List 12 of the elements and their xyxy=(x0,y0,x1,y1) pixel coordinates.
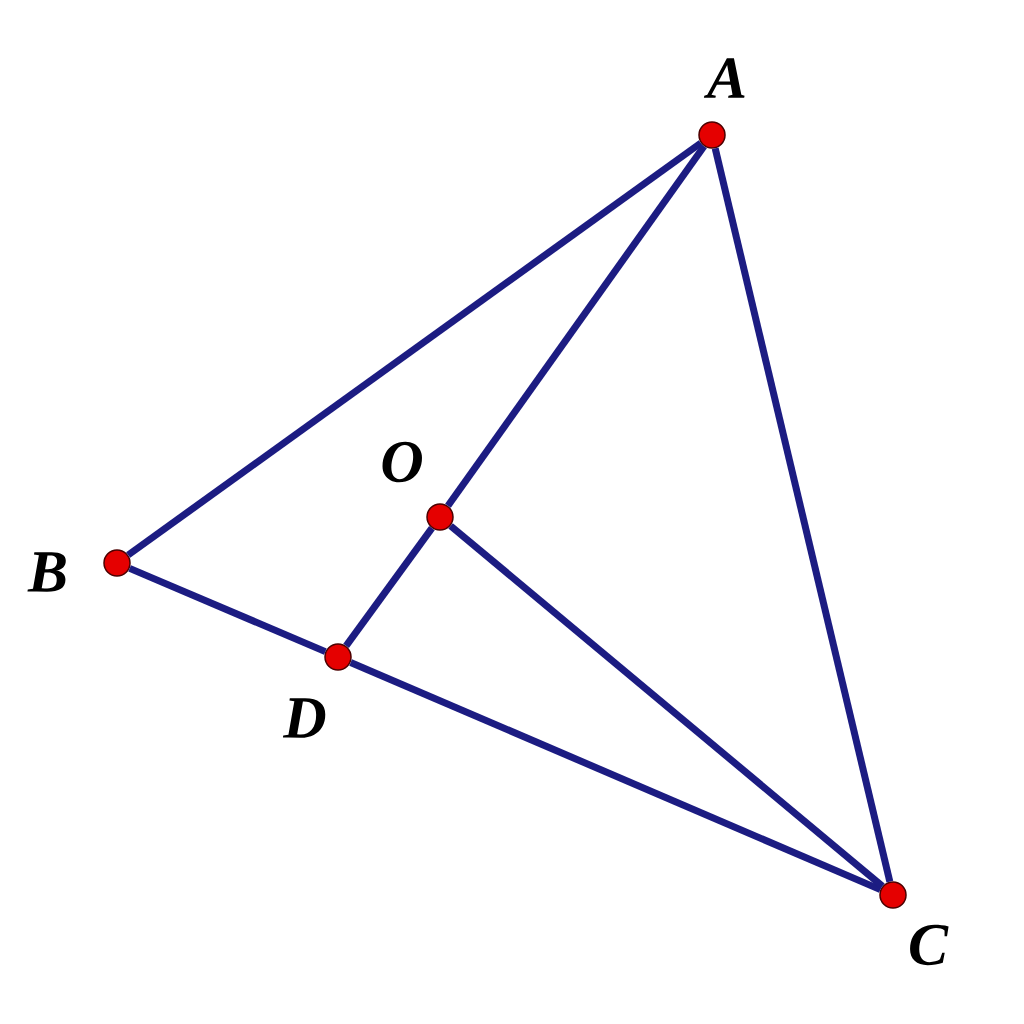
point-label: A xyxy=(703,58,745,98)
line-segment xyxy=(128,565,327,655)
point-label: B xyxy=(27,552,66,592)
point-label: O xyxy=(382,441,422,483)
line-segment xyxy=(448,523,885,889)
line-segment xyxy=(126,140,703,558)
point-label: C xyxy=(910,924,949,966)
line-segment xyxy=(445,144,707,508)
line-segment xyxy=(349,659,882,893)
point-label: D xyxy=(282,698,326,738)
line-segment xyxy=(343,526,435,648)
line-segment xyxy=(711,147,894,883)
